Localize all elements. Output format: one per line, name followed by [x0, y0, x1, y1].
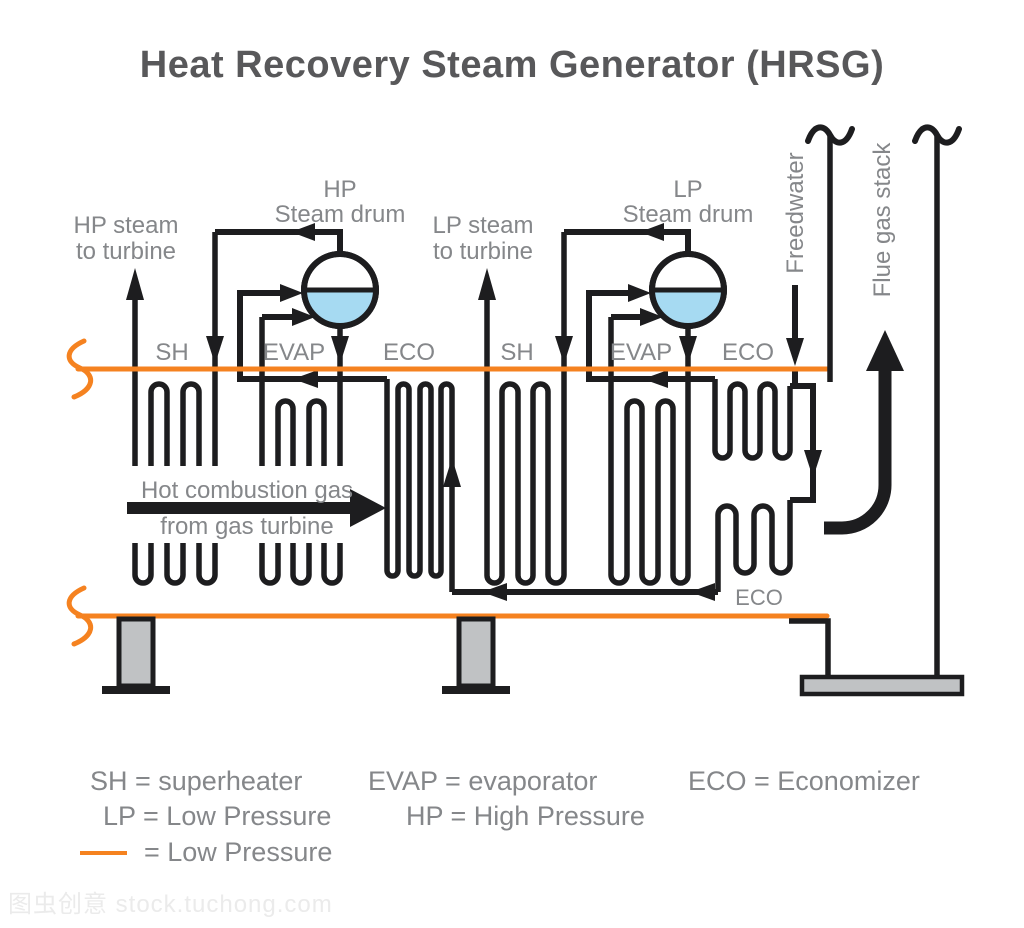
hp-drum-inlet-upper-arrowhead-icon [280, 284, 303, 302]
hot-gas-arrowhead-icon [350, 489, 386, 527]
legend-low-pressure-line: = Low Pressure [144, 837, 332, 867]
hp-evap-down-arrowhead-icon [331, 336, 349, 364]
lp-eco-return-arrowhead-icon [643, 370, 668, 388]
hot-gas-label-line2: from gas turbine [160, 513, 333, 540]
hp-drum-water-level [304, 290, 376, 326]
hp-eco-return-arrowhead-icon [293, 370, 318, 388]
hp-drum-inlet-lower-arrowhead-icon [292, 308, 315, 326]
bottom-line-left-arrowhead-1-icon [482, 583, 507, 601]
lp-eco-section-label: ECO [722, 339, 774, 366]
lp-drum-label-line2: Steam drum [623, 201, 754, 228]
lp-superheater-coil [484, 232, 567, 586]
flue-gas-up-arrowhead-icon [866, 330, 904, 371]
legend: SH = superheater EVAP = evaporator ECO =… [80, 766, 920, 867]
bottom-line-left-arrowhead-2-icon [690, 583, 715, 601]
hp-drum-outlet-arrowhead-icon [291, 223, 315, 241]
legend-hp: HP = High Pressure [406, 801, 645, 831]
support-pillar-right [456, 616, 496, 689]
lp-drum-steam-outlet-pipe [564, 229, 691, 252]
hp-sh-section-label: SH [155, 339, 188, 366]
lp-drum-inlet-upper-arrowhead-icon [628, 284, 651, 302]
hp-drum-steam-outlet-pipe [215, 229, 343, 252]
hp-steam-arrowhead-icon [126, 268, 144, 300]
hp-economizer-coil [384, 379, 455, 592]
lp-steam-arrowhead-icon [478, 268, 496, 300]
lp-economizer-lower-coil [715, 500, 793, 592]
hp-evaporator-coil [259, 317, 343, 586]
lp-drum-water-level [652, 290, 724, 326]
hp-eco-section-label: ECO [383, 339, 435, 366]
hp-drum-label-line2: Steam drum [275, 201, 406, 228]
lp-steam-label-line2: to turbine [433, 238, 533, 265]
lp-drum-inlet-lower-arrowhead-icon [640, 308, 663, 326]
flue-gas-duct [824, 362, 892, 535]
flue-gas-stack-label: Flue gas stack [869, 142, 896, 298]
lp-drum-label-line1: LP [673, 176, 702, 203]
lp-sh-down-arrowhead-icon [555, 336, 573, 364]
hp-steam-label-line1: HP steam [74, 212, 179, 239]
lp-evap-section-label: EVAP [610, 339, 672, 366]
lp-eco-junction-pipe [790, 383, 816, 503]
stack-left-wall-bottom [789, 618, 831, 679]
legend-evap: EVAP = evaporator [368, 766, 597, 796]
feedwater-label: Freedwater [782, 152, 809, 273]
stack-base-plate [799, 674, 965, 697]
support-pillar-left [116, 616, 156, 689]
legend-eco: ECO = Economizer [688, 766, 920, 796]
lp-eco-mid-down-arrowhead-icon [804, 450, 822, 478]
lp-steam-drum [649, 251, 727, 329]
hot-gas-label-line1: Hot combustion gas [141, 477, 353, 504]
feedwater-down-arrowhead-icon [786, 338, 804, 366]
eco-bottom-label: ECO [735, 585, 783, 610]
lp-evap-down-arrowhead-icon [679, 336, 697, 364]
casing-bottom-break-icon [66, 585, 93, 647]
legend-sh: SH = superheater [90, 766, 302, 796]
stack-left-break-icon [805, 124, 855, 146]
hp-sh-down-arrowhead-icon [206, 336, 224, 364]
hp-steam-drum [301, 251, 379, 329]
lp-steam-label-line1: LP steam [433, 212, 534, 239]
page-title: Heat Recovery Steam Generator (HRSG) [140, 44, 884, 86]
hp-superheater-coil [132, 232, 218, 586]
lp-evaporator-coil [608, 317, 691, 586]
lp-sh-section-label: SH [500, 339, 533, 366]
casing-top-break-icon [66, 338, 93, 400]
hp-steam-label-line2: to turbine [76, 238, 176, 265]
hp-eco-up-arrowhead-icon [443, 458, 461, 487]
stack-right-break-icon [912, 124, 962, 146]
legend-lp: LP = Low Pressure [103, 801, 331, 831]
hp-drum-label-line1: HP [323, 176, 356, 203]
watermark: 图虫创意 stock.tuchong.com [8, 891, 333, 918]
lp-economizer-upper-coil [712, 379, 793, 461]
hp-evap-section-label: EVAP [263, 339, 325, 366]
lp-drum-outlet-arrowhead-icon [640, 223, 664, 241]
